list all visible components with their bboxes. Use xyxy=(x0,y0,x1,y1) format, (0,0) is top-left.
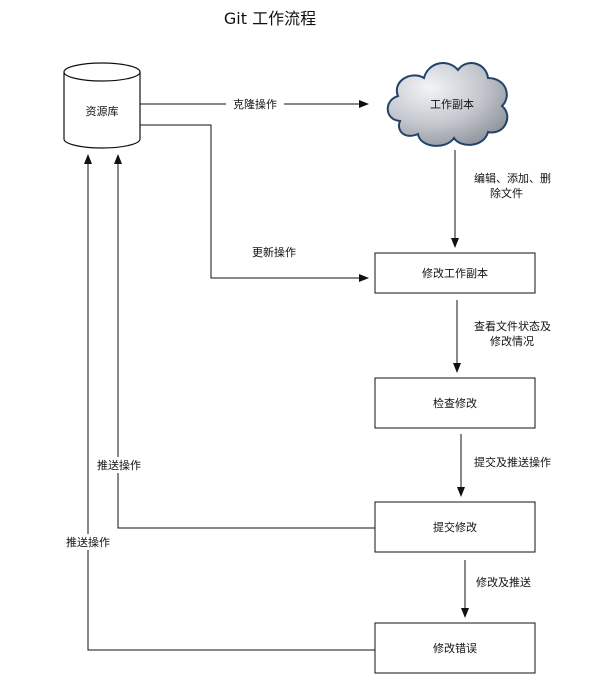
push-outer-label: 推送操作 xyxy=(66,535,110,549)
commit-changes-label: 提交修改 xyxy=(433,520,477,534)
update-arrow xyxy=(140,124,369,282)
working-copy-node: 工作副本 xyxy=(386,62,509,147)
modify-working-copy-label: 修改工作副本 xyxy=(422,266,488,280)
check-label-line1: 查看文件状态及 xyxy=(474,319,551,333)
fix-push-label: 修改及推送 xyxy=(476,575,531,589)
push-inner-arrow xyxy=(114,154,375,529)
update-label: 更新操作 xyxy=(252,245,296,259)
clone-label: 克隆操作 xyxy=(233,97,277,111)
push-inner-label: 推送操作 xyxy=(97,458,141,472)
push-outer-arrow xyxy=(84,154,375,651)
repository-node: 资源库 xyxy=(63,62,141,149)
review-changes-label: 检查修改 xyxy=(433,396,477,410)
repository-label: 资源库 xyxy=(86,104,119,118)
modify-working-copy-node: 修改工作副本 xyxy=(374,252,536,294)
fix-mistakes-label: 修改错误 xyxy=(433,641,477,655)
fix-mistakes-node: 修改错误 xyxy=(374,622,536,674)
commit-changes-node: 提交修改 xyxy=(374,501,536,553)
check-label-line2: 修改情况 xyxy=(490,334,534,348)
review-changes-node: 检查修改 xyxy=(374,377,536,429)
edit-label-line1: 编辑、添加、删 xyxy=(474,171,551,185)
edit-label-line2: 除文件 xyxy=(490,186,523,200)
commit-push-label: 提交及推送操作 xyxy=(474,455,551,469)
working-copy-label: 工作副本 xyxy=(430,97,474,111)
diagram-title: Git 工作流程 xyxy=(224,9,316,28)
